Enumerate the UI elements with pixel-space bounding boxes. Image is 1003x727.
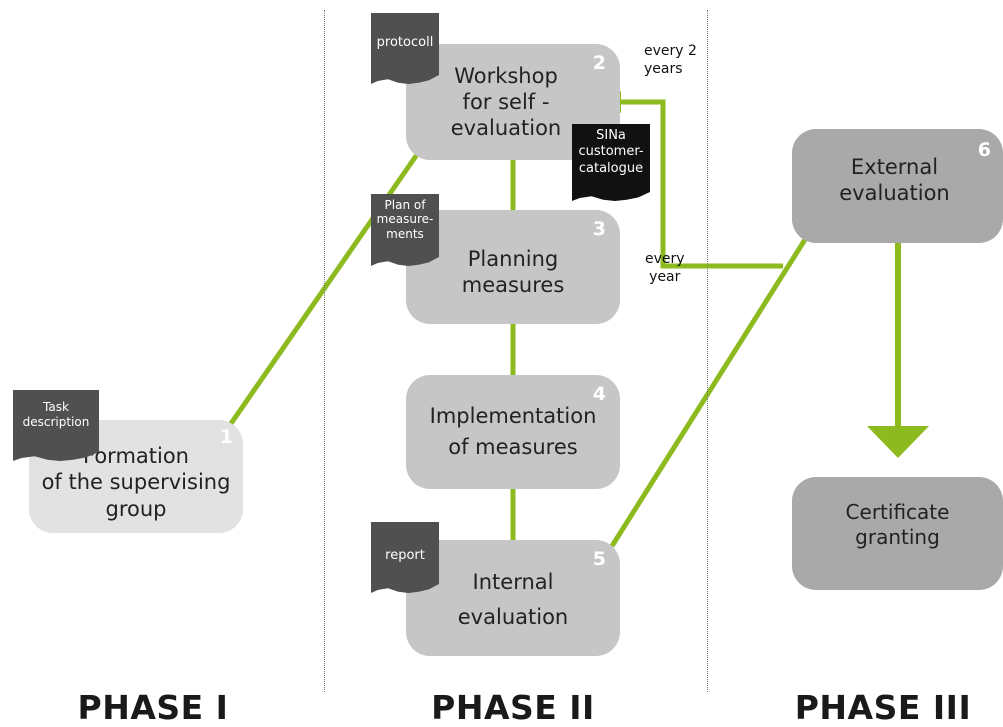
certificate-box: Certificate granting (792, 477, 1003, 590)
step-2-number: 2 (592, 52, 606, 74)
sina-catalogue-tag: SINa customer- catalogue (572, 124, 650, 192)
every-year-note: every year (645, 251, 685, 286)
protocol-tag: protocoll (371, 13, 439, 75)
step-6-label: External evaluation (839, 154, 950, 205)
down-arrow-head (867, 426, 929, 458)
step-5-label: Internal evaluation (457, 570, 569, 629)
phase-2-label: PHASE II (431, 688, 595, 727)
plan-of-measurements-tag: Plan of measure- ments (371, 194, 439, 257)
step-4-label: Implementation of measures (429, 403, 597, 460)
certificate-label: Certificate granting (845, 499, 950, 549)
phase-divider-1 (324, 10, 325, 692)
step-1-label: Formation of the supervising group (41, 444, 231, 521)
phase-1-label: PHASE I (77, 688, 229, 727)
step-5-number: 5 (592, 548, 606, 570)
every-2-years-note: every 2 years (644, 43, 697, 78)
step-3-label: Planning measures (461, 246, 565, 297)
step-3-box: 3 Planning measures (406, 210, 620, 324)
step-2-box: 2 Workshop for self - evaluation (406, 44, 620, 160)
step-6-box: 6 External evaluation (792, 129, 1003, 243)
report-tag: report (371, 522, 439, 584)
phase-3-label: PHASE III (794, 688, 972, 727)
step-1-number: 1 (219, 426, 233, 448)
step-3-number: 3 (592, 218, 606, 240)
step-4-box: 4 Implementation of measures (406, 375, 620, 489)
step-6-number: 6 (977, 139, 991, 161)
task-description-tag: Task description (13, 390, 99, 452)
phase-divider-2 (707, 10, 708, 692)
step-4-number: 4 (592, 383, 606, 405)
step-5-box: 5 Internal evaluation (406, 540, 620, 656)
connector-5-6 (609, 236, 809, 548)
step-2-label: Workshop for self - evaluation (450, 63, 562, 141)
